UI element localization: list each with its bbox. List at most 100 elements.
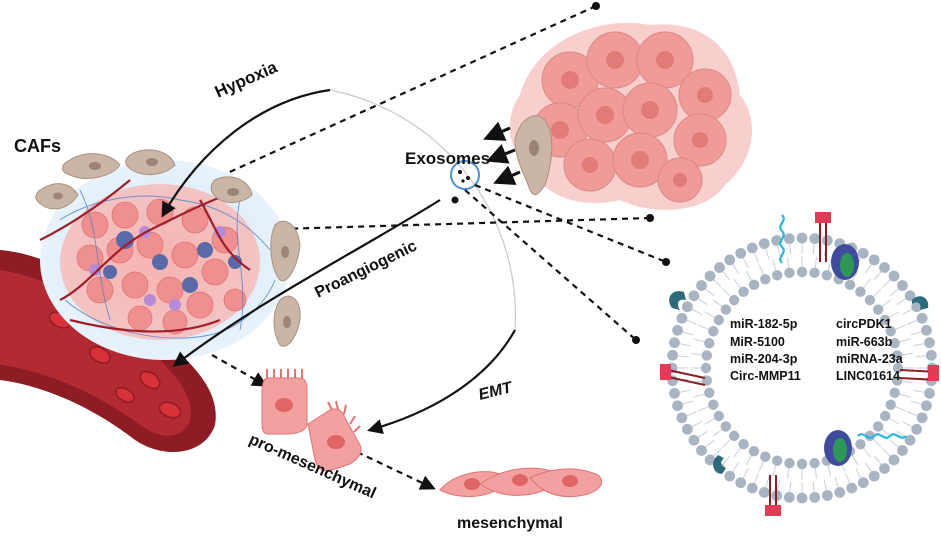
lipid-tail	[873, 439, 882, 448]
lipid-tail	[907, 411, 918, 417]
lipid-head	[885, 326, 896, 337]
lipid-head	[821, 235, 833, 246]
lipid-tail	[896, 298, 907, 306]
cargo-item: Circ-MMP11	[730, 369, 801, 383]
lipid-tail	[691, 421, 702, 428]
lipid-tail	[852, 270, 859, 281]
lipid-tail	[873, 271, 882, 281]
lipid-head	[728, 294, 740, 306]
label-proangiogenic: Proangiogenic	[312, 238, 419, 302]
lipid-tail	[753, 252, 759, 263]
lipid-tail	[712, 299, 723, 307]
cargo-item: circPDK1	[836, 317, 892, 331]
lipid-tail	[789, 243, 792, 255]
lipid-tail	[758, 461, 764, 472]
lipid-head	[872, 421, 884, 432]
lipid-head	[672, 400, 683, 412]
lipid-head	[783, 491, 795, 503]
lipid-tail	[722, 288, 731, 297]
lipid-head	[724, 254, 736, 266]
lipid-head	[735, 247, 747, 259]
lipid-tail	[889, 311, 900, 318]
lipid-head	[713, 314, 725, 326]
lipid-tail	[789, 481, 792, 493]
lipid-head	[738, 286, 749, 298]
lipid-head	[688, 434, 700, 446]
lipid-head	[911, 301, 923, 313]
lipid-tail	[772, 465, 777, 477]
lipid-head	[746, 482, 758, 494]
lipid-head	[879, 262, 890, 273]
cargo-item: miR-663b	[836, 335, 893, 349]
lipid-tail	[812, 481, 815, 493]
lipid-head	[916, 412, 928, 424]
link-endpoints	[592, 2, 670, 344]
lipid-tail	[690, 352, 702, 356]
lipid-tail	[889, 418, 900, 425]
lipid-head	[891, 375, 903, 386]
tumor-microenvironment	[39, 160, 290, 360]
lipid-head	[688, 290, 700, 302]
cargo-item: miR-182-5p	[730, 317, 798, 331]
lipid-tail	[722, 271, 731, 281]
lipid-head	[669, 387, 680, 399]
lipid-tail	[913, 389, 925, 393]
lipid-tail	[679, 343, 691, 347]
lipid-tail	[679, 389, 691, 393]
lipid-head	[704, 454, 716, 466]
lipid-head	[879, 410, 891, 422]
lipid-tail	[864, 462, 872, 473]
lipid-tail	[873, 455, 882, 465]
lipid-tail	[899, 393, 911, 398]
lipid-head	[748, 279, 760, 291]
lipid-tail	[745, 270, 752, 281]
lipid-head	[704, 337, 715, 349]
lipid-head	[911, 423, 923, 435]
label-mesenchymal: mesenchymal	[457, 515, 563, 532]
lipid-tail	[899, 338, 911, 343]
exosome-icon	[450, 160, 480, 204]
lipid-head	[760, 451, 771, 462]
lipid-head	[771, 455, 783, 466]
lipid-head	[924, 337, 935, 349]
lipid-tail	[758, 264, 764, 275]
lipid-head	[855, 286, 866, 298]
lipid-head	[676, 412, 688, 424]
tumor-cluster	[509, 22, 752, 210]
lipid-head	[667, 349, 679, 361]
lipid-head	[704, 270, 716, 282]
lipid-head	[714, 262, 725, 273]
mesenchymal-cells	[439, 467, 603, 498]
lipid-head	[904, 290, 916, 302]
lipid-head	[669, 337, 680, 349]
lipid-tail	[902, 421, 913, 428]
lipid-head	[879, 463, 890, 474]
lipid-tail	[686, 411, 697, 417]
lipid-head	[696, 445, 707, 456]
lipid-tail	[733, 447, 741, 458]
lipid-tail	[698, 324, 709, 330]
lipid-tail	[713, 448, 722, 457]
lipid-head	[897, 445, 908, 456]
lipid-head	[872, 304, 884, 315]
lipid-head	[708, 399, 719, 410]
lipid-head	[681, 301, 693, 313]
lipid-tail	[882, 279, 891, 288]
lipid-head	[864, 294, 876, 306]
lipid-head	[708, 326, 719, 337]
lipid-tail	[814, 468, 818, 480]
cargo-item: miR-204-3p	[730, 352, 798, 366]
lipid-tail	[772, 259, 777, 271]
lipid-tail	[827, 259, 832, 271]
lipid-tail	[889, 439, 899, 448]
lipid-head	[921, 324, 932, 336]
lipid-head	[916, 312, 928, 324]
lipid-tail	[722, 455, 731, 465]
lipid-head	[796, 458, 808, 470]
lipid-tail	[693, 393, 705, 398]
lipid-head	[748, 445, 760, 457]
lipid-tail	[677, 355, 689, 358]
lipid-head	[809, 457, 820, 469]
